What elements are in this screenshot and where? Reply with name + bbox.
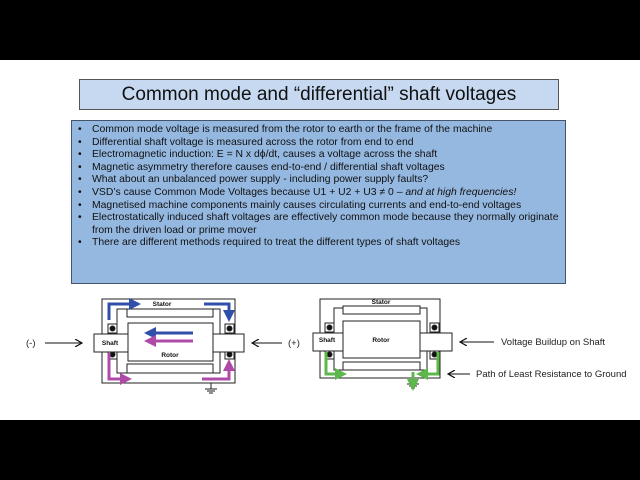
- bullet-item: Electrostatically induced shaft voltages…: [76, 212, 559, 237]
- stator-label: Stator: [153, 301, 172, 308]
- rotor-label: Rotor: [372, 337, 390, 344]
- bullet-item: There are different methods required to …: [76, 237, 559, 250]
- shaft-label: Shaft: [102, 340, 119, 347]
- bullet-item: Magnetic asymmetry therefore causes end-…: [76, 162, 559, 175]
- shaft-left: [312, 332, 344, 352]
- green-arrow: [324, 352, 347, 380]
- bullet-item: VSD’s cause Common Mode Voltages because…: [76, 187, 559, 200]
- plus-label: (+): [288, 338, 300, 349]
- bullet-item: Magnetised machine components mainly cau…: [76, 200, 559, 213]
- differential-voltage-diagram: [45, 298, 282, 394]
- stator-bar: [342, 305, 421, 315]
- bullet-box: Common mode voltage is measured from the…: [71, 120, 566, 284]
- common-mode-voltage-diagram: [312, 298, 494, 391]
- lower-stator-bar: [342, 361, 421, 371]
- bullet-text: VSD’s cause Common Mode Voltages because…: [92, 186, 406, 198]
- bullet-item: What about an unbalanced power supply - …: [76, 174, 559, 187]
- minus-label: (-): [26, 338, 36, 349]
- bullet-emphasis: and at high frequencies!: [405, 186, 517, 198]
- lower-stator-bar: [126, 363, 214, 374]
- shaft-label: Shaft: [319, 337, 336, 344]
- stator-label: Stator: [372, 299, 391, 306]
- ground-icon: [205, 383, 217, 394]
- bullet-item: Common mode voltage is measured from the…: [76, 124, 559, 137]
- bullet-item: Electromagnetic induction: E = N x dϕ/dt…: [76, 149, 559, 162]
- shaft-right: [212, 333, 245, 353]
- blue-arrow: [107, 298, 141, 320]
- voltage-buildup-label: Voltage Buildup on Shaft: [501, 337, 605, 348]
- ground-path-label: Path of Least Resistance to Ground: [476, 369, 627, 380]
- rotor-label: Rotor: [161, 352, 179, 359]
- shaft-right: [419, 332, 453, 352]
- stator-bar: [126, 308, 214, 318]
- bullet-item: Differential shaft voltage is measured a…: [76, 137, 559, 150]
- slide-title: Common mode and “differential” shaft vol…: [79, 79, 559, 110]
- magenta-arrow: [107, 353, 132, 385]
- green-arrow: [416, 352, 440, 380]
- blue-arrow: [204, 302, 235, 322]
- shaft-left: [93, 333, 129, 353]
- rotor-body: [342, 320, 421, 359]
- magenta-arrow: [202, 359, 235, 381]
